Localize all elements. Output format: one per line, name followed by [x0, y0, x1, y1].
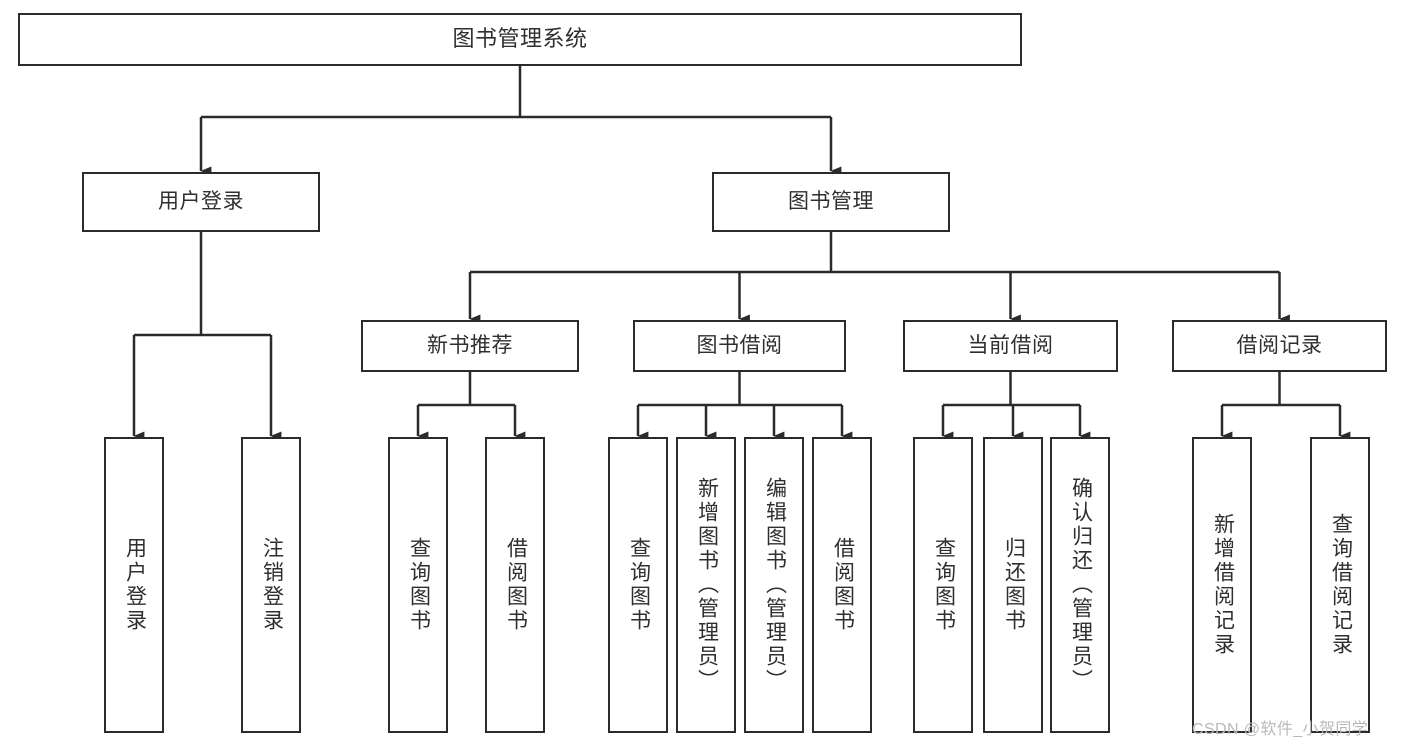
node-leaf-query-rec[interactable]: 查询借阅记录 — [1310, 437, 1370, 733]
node-label-new-book-rec: 新书推荐 — [427, 333, 513, 357]
node-label-current-borrow: 当前借阅 — [967, 333, 1054, 357]
node-leaf-query-3[interactable]: 查询图书 — [913, 437, 973, 733]
edge-paths — [132, 66, 1351, 441]
node-book-manage[interactable]: 图书管理 — [712, 172, 950, 232]
node-label-borrow-record: 借阅记录 — [1236, 333, 1323, 357]
node-book-borrow[interactable]: 图书借阅 — [633, 320, 846, 372]
node-leaf-borrow-2[interactable]: 借阅图书 — [812, 437, 872, 733]
node-borrow-record[interactable]: 借阅记录 — [1172, 320, 1387, 372]
node-label-leaf-query-1: 查询图书 — [407, 537, 431, 633]
node-leaf-add-book[interactable]: 新增图书（管理员） — [676, 437, 736, 733]
node-leaf-borrow-1[interactable]: 借阅图书 — [485, 437, 545, 733]
node-label-leaf-query-rec: 查询借阅记录 — [1329, 513, 1353, 657]
node-label-book-borrow: 图书借阅 — [696, 333, 783, 357]
node-label-leaf-return: 归还图书 — [1002, 537, 1026, 633]
csdn-watermark: CSDN @软件_小贺同学 — [1192, 721, 1369, 738]
node-label-leaf-query-2: 查询图书 — [627, 537, 651, 633]
node-leaf-confirm[interactable]: 确认归还（管理员） — [1050, 437, 1110, 733]
node-leaf-add-rec[interactable]: 新增借阅记录 — [1192, 437, 1252, 733]
node-label-leaf-add-book: 新增图书（管理员） — [695, 477, 719, 693]
node-leaf-logout[interactable]: 注销登录 — [241, 437, 301, 733]
node-label-leaf-logout: 注销登录 — [260, 537, 284, 633]
node-leaf-return[interactable]: 归还图书 — [983, 437, 1043, 733]
node-label-leaf-query-3: 查询图书 — [932, 537, 956, 633]
node-label-user-login: 用户登录 — [158, 189, 244, 213]
node-label-leaf-edit-book: 编辑图书（管理员） — [763, 477, 787, 693]
node-label-leaf-borrow-1: 借阅图书 — [504, 537, 528, 633]
node-label-root: 图书管理系统 — [452, 26, 588, 52]
node-root[interactable]: 图书管理系统 — [18, 13, 1022, 66]
node-leaf-query-1[interactable]: 查询图书 — [388, 437, 448, 733]
node-label-leaf-confirm: 确认归还（管理员） — [1069, 477, 1093, 693]
node-leaf-user-login[interactable]: 用户登录 — [104, 437, 164, 733]
node-label-leaf-add-rec: 新增借阅记录 — [1211, 513, 1235, 657]
node-label-leaf-borrow-2: 借阅图书 — [831, 537, 855, 633]
node-user-login[interactable]: 用户登录 — [82, 172, 320, 232]
node-leaf-edit-book[interactable]: 编辑图书（管理员） — [744, 437, 804, 733]
node-current-borrow[interactable]: 当前借阅 — [903, 320, 1118, 372]
node-label-book-manage: 图书管理 — [788, 189, 874, 213]
node-new-book-rec[interactable]: 新书推荐 — [361, 320, 579, 372]
node-label-leaf-user-login: 用户登录 — [123, 537, 147, 633]
node-leaf-query-2[interactable]: 查询图书 — [608, 437, 668, 733]
